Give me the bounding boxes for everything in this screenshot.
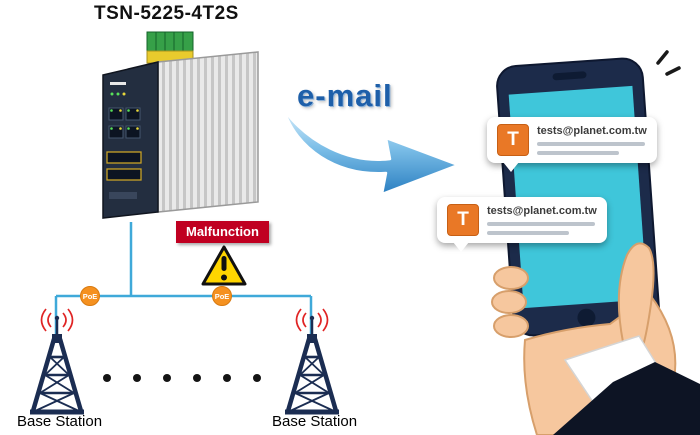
device-title: TSN-5225-4T2S: [94, 3, 239, 24]
email-label: e-mail: [297, 78, 393, 113]
poe-label-right: PoE: [215, 292, 230, 301]
email-notification-bubble: T tests@planet.com.tw: [437, 197, 607, 252]
ellipsis-dot: [193, 374, 201, 382]
poe-badge-right: PoE: [212, 286, 232, 306]
ellipsis-dot: [163, 374, 171, 382]
notification-message: tests@planet.com.tw: [537, 124, 647, 155]
placeholder-text-line: [537, 151, 619, 155]
ellipsis-dot: [223, 374, 231, 382]
email-notification-bubble: T tests@planet.com.tw: [487, 117, 657, 172]
poe-badge-left: PoE: [80, 286, 100, 306]
ellipsis-dot: [103, 374, 111, 382]
placeholder-text-line: [487, 231, 569, 235]
phone-speaker: [552, 71, 587, 81]
phone-home-button: [577, 308, 596, 327]
notification-email-address: tests@planet.com.tw: [537, 125, 647, 137]
poe-label-left: PoE: [83, 292, 98, 301]
notification-message: tests@planet.com.tw: [487, 204, 597, 235]
terminal-block-icon: [146, 31, 194, 64]
switch-ports: [106, 82, 142, 199]
ellipsis-dot: [253, 374, 261, 382]
base-station-label-right: Base Station: [272, 413, 358, 430]
email-arrow-icon: [282, 108, 460, 196]
base-station-tower-left-icon: [30, 309, 84, 412]
malfunction-badge: Malfunction: [176, 221, 269, 243]
notification-email-address: tests@planet.com.tw: [487, 205, 597, 217]
warning-icon: [201, 245, 247, 286]
placeholder-text-line: [487, 222, 595, 226]
base-station-label-left: Base Station: [17, 413, 103, 430]
base-station-tower-right-icon: [285, 309, 339, 412]
notification-icon: T: [447, 204, 479, 236]
thumb: [617, 242, 655, 348]
switch-heatsink: [157, 51, 259, 213]
suit-sleeve: [553, 362, 700, 435]
ellipsis-dot: [133, 374, 141, 382]
finger: [491, 290, 527, 314]
finger: [493, 266, 529, 290]
notification-icon: T: [497, 124, 529, 156]
finger: [493, 314, 529, 338]
alert-marks-icon: [656, 50, 681, 76]
placeholder-text-line: [537, 142, 645, 146]
switch-illustration: [102, 31, 259, 219]
